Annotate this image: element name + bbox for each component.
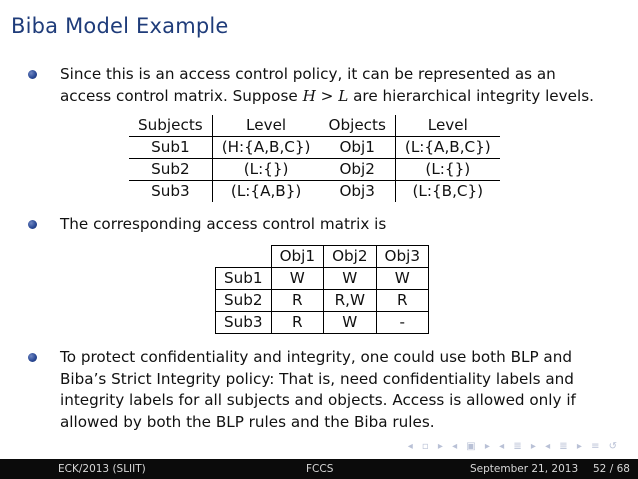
bullet-item-1: Since this is an access control policy, … [28,64,625,107]
bullet-dot-icon [28,220,37,229]
nav-first-icon[interactable]: ◂ ▫ ▸ [407,441,446,452]
table-header-row: Subjects Level Objects Level [129,115,500,137]
math-H: H [302,86,316,105]
header-level: Level [212,115,320,137]
nav-slide-icon[interactable]: ◂ ≣ ▸ [545,441,585,452]
math-L: L [338,86,349,105]
table-row: Sub2 (L:{}) Obj2 (L:{}) [129,158,500,181]
header-objects: Objects [319,115,396,137]
access-control-matrix: Obj1 Obj2 Obj3 Sub1 W W W Sub2 R R,W R S… [215,245,430,334]
slide-footer: ECK/2013 (SLIIT) FCCS September 21, 2013… [0,459,638,479]
bullet-3-line-1: To protect confidentiality and integrity… [60,348,573,366]
table-row: Sub1 W W W [215,267,430,290]
bullet-1-line-2: access control matrix. Suppose H > L are… [60,86,594,105]
bullet-dot-icon [28,353,37,362]
bullet-item-2: The corresponding access control matrix … [28,214,625,236]
bullet-2-text: The corresponding access control matrix … [60,215,387,233]
matrix-header-row: Obj1 Obj2 Obj3 [215,245,430,268]
bullet-3-line-2: Biba’s Strict Integrity policy: That is,… [60,369,574,388]
header-level: Level [395,115,500,137]
table-row: Sub2 R R,W R [215,289,430,312]
table-row: Sub3 R W - [215,311,430,334]
beamer-navigation-icons[interactable]: ◂ ▫ ▸ ◂ ▣ ▸ ◂ ≣ ▸ ◂ ≣ ▸ ≡ ↺ [408,441,620,452]
bullet-1-line-1: Since this is an access control policy, … [60,65,556,83]
bullet-3-line-3: integrity labels for all subjects and ob… [60,391,576,409]
slide-title: Biba Model Example [11,14,229,38]
matrix-corner [215,245,272,268]
bullet-dot-icon [28,70,37,79]
footer-author: ECK/2013 (SLIIT) [58,463,146,475]
footer-page-number: 52 / 68 [593,463,630,475]
table-row: Sub3 (L:{A,B}) Obj3 (L:{B,C}) [129,180,500,202]
levels-table: Subjects Level Objects Level Sub1 (H:{A,… [129,115,500,202]
footer-date: September 21, 2013 [470,463,579,475]
header-subjects: Subjects [129,115,213,137]
bullet-item-3: To protect confidentiality and integrity… [28,347,625,433]
nav-search-icon[interactable]: ≡ ↺ [591,441,620,452]
table-row: Sub1 (H:{A,B,C}) Obj1 (L:{A,B,C}) [129,136,500,159]
footer-course: FCCS [306,463,334,475]
nav-subsection-icon[interactable]: ◂ ≣ ▸ [499,441,539,452]
nav-section-icon[interactable]: ◂ ▣ ▸ [452,441,493,452]
bullet-3-line-4: allowed by both the BLP rules and the Bi… [60,412,435,431]
